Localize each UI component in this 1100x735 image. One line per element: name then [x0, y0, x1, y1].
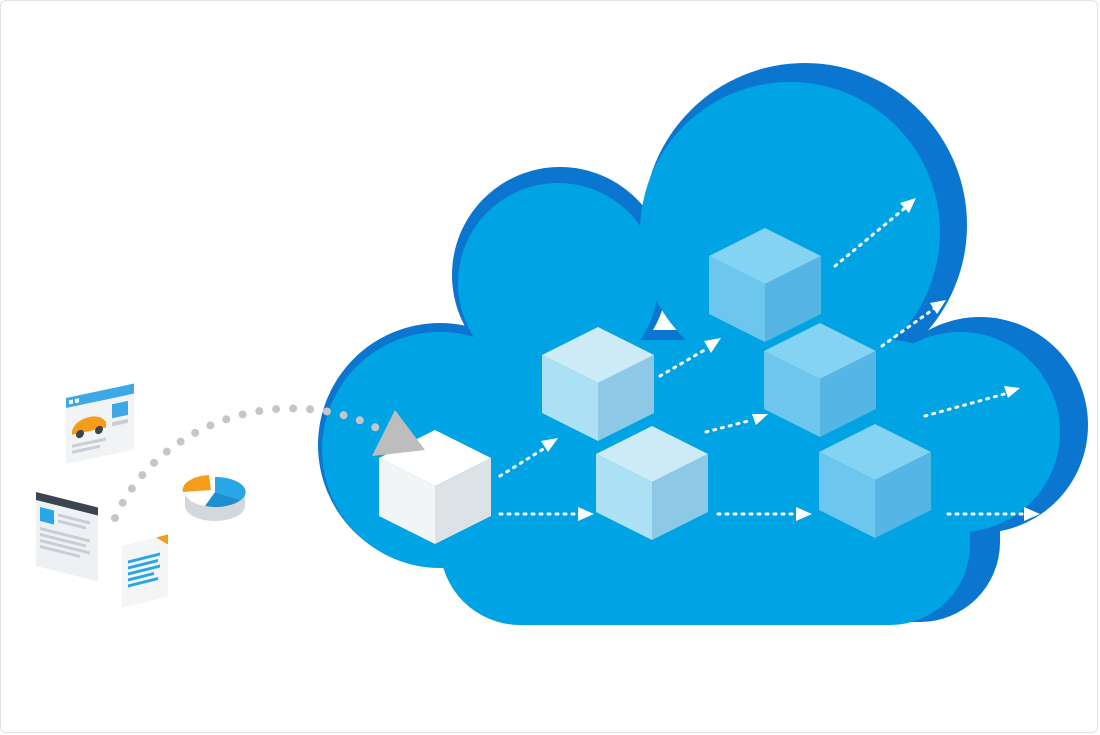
- browser-window-car-icon: [66, 383, 134, 464]
- arrow-head: [900, 198, 916, 213]
- arrow-head: [1024, 507, 1040, 521]
- arrow-line: [658, 346, 710, 378]
- arrow-head: [704, 338, 721, 353]
- triangle-icon: [372, 410, 425, 456]
- ingest-path: [111, 404, 384, 522]
- arrow-line: [833, 206, 907, 268]
- cube: [596, 426, 708, 540]
- browser-window-text-icon: [36, 492, 98, 582]
- flow-arrows: [498, 206, 1030, 516]
- arrow-line: [704, 418, 754, 434]
- document-icon: [122, 534, 168, 608]
- arrow-head: [796, 507, 812, 521]
- arrow-head: [752, 414, 768, 425]
- cube: [819, 424, 931, 538]
- arrow-line: [923, 391, 1010, 418]
- arrow-line: [498, 446, 547, 478]
- pie-chart-icon: [182, 475, 246, 521]
- arrow-head: [578, 507, 594, 521]
- cube: [709, 228, 821, 342]
- cubes: [379, 228, 931, 544]
- arrow-head: [541, 438, 558, 452]
- arrow-line: [880, 306, 937, 348]
- arrow-head: [930, 300, 946, 314]
- arrow-heads: [541, 198, 1040, 521]
- arrow-head: [1004, 386, 1020, 398]
- cube: [542, 327, 654, 441]
- cube: [764, 323, 876, 437]
